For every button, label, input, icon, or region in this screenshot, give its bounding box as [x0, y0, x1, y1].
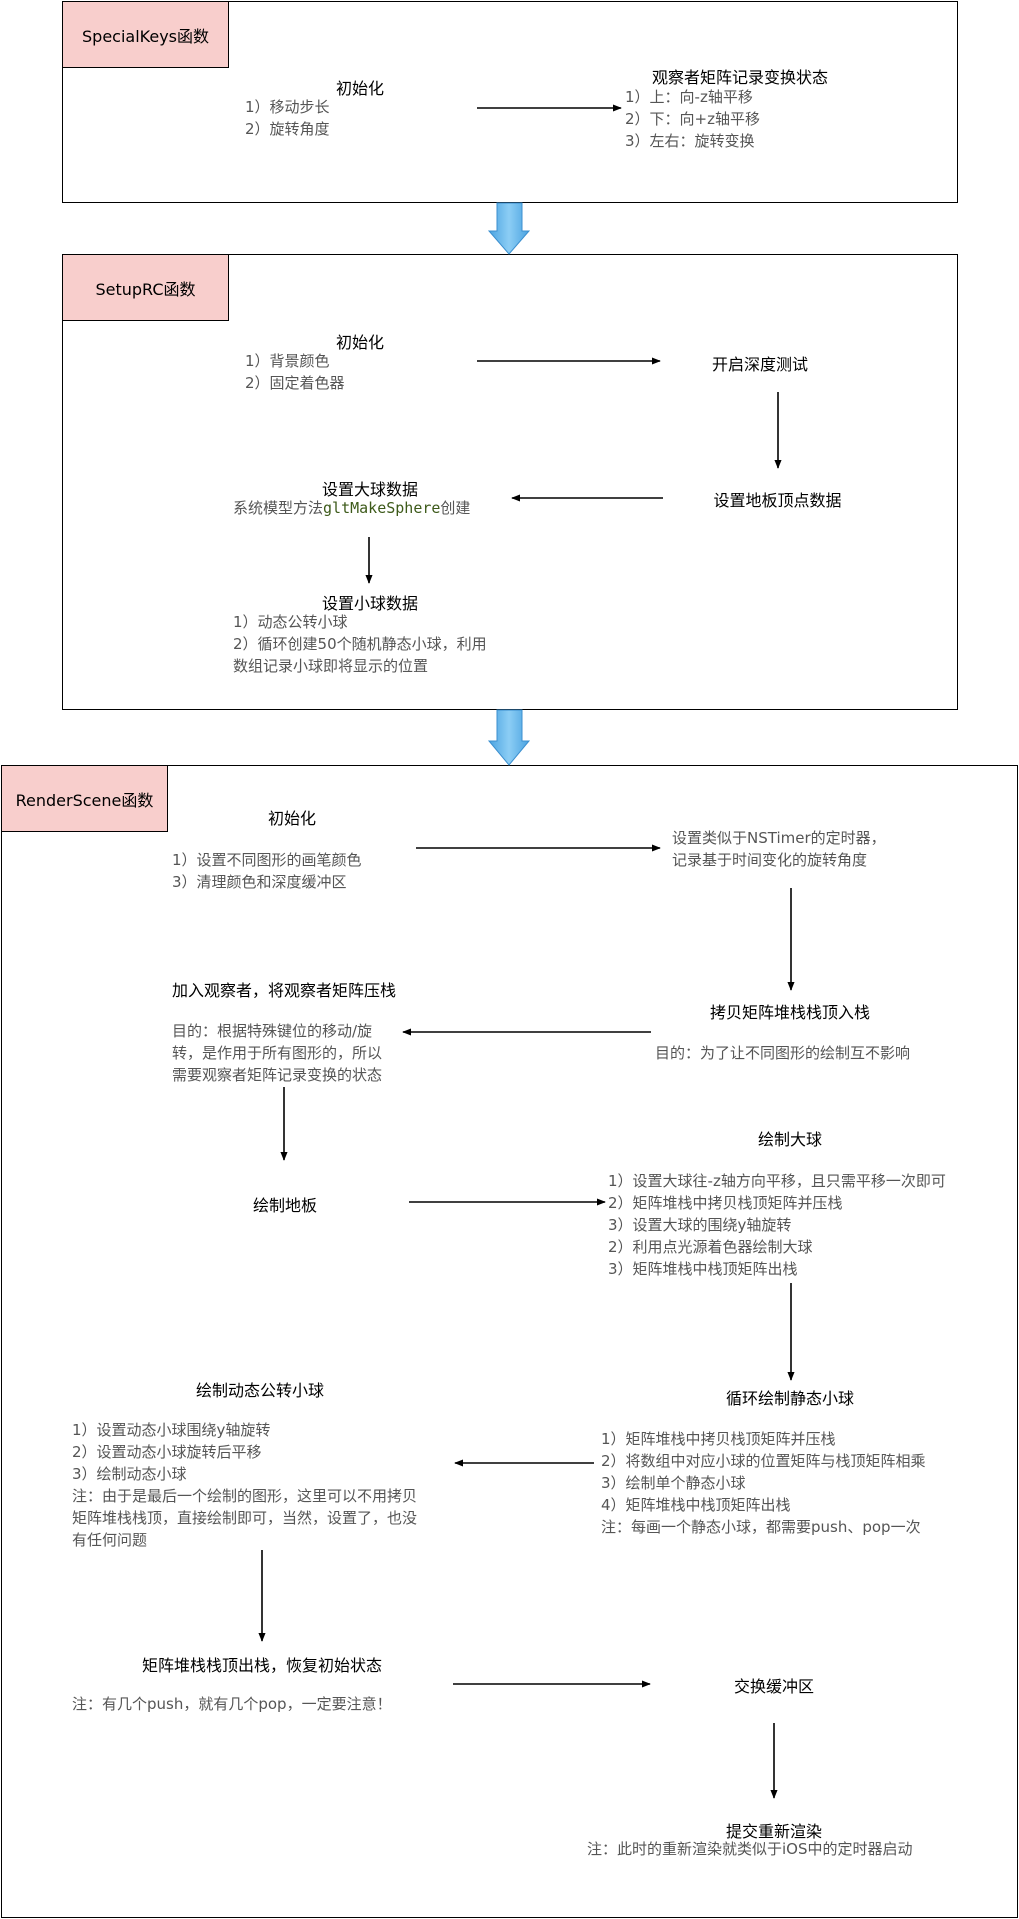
list-item: 3）绘制动态小球 — [72, 1465, 187, 1483]
list-item: 2）下：向+z轴平移 — [625, 110, 760, 128]
rs-floor-title: 绘制地板 — [252, 1196, 317, 1215]
rc-big-desc: 系统模型方法gltMakeSphere创建 — [233, 497, 470, 519]
rc-init-title: 初始化 — [335, 333, 384, 352]
list-item: 2）将数组中对应小球的位置矩阵与栈顶矩阵相乘 — [601, 1452, 926, 1470]
list-item: 矩阵堆栈栈顶，直接绘制即可，当然，设置了，也没 — [72, 1509, 418, 1527]
rs-big-list: 1）设置大球往-z轴方向平移，且只需平移一次即可 2）矩阵堆栈中拷贝栈顶矩阵并压… — [608, 1170, 946, 1280]
list-item: 1）设置不同图形的画笔颜色 — [172, 851, 362, 869]
rs-static-title: 循环绘制静态小球 — [725, 1389, 854, 1408]
rs-timer-list: 设置类似于NSTimer的定时器， 记录基于时间变化的旋转角度 — [672, 827, 886, 871]
list-item: 2）利用点光源着色器绘制大球 — [608, 1238, 813, 1256]
list-item: 1）移动步长 — [245, 98, 330, 116]
list-item: 2）固定着色器 — [245, 374, 345, 392]
list-item: 2）旋转角度 — [245, 120, 330, 138]
setuprc-tag: SetupRC函数 — [62, 254, 229, 321]
list-item: 3）清理颜色和深度缓冲区 — [172, 873, 347, 891]
list-item: 1）矩阵堆栈中拷贝栈顶矩阵并压栈 — [601, 1430, 836, 1448]
list-item: 注：由于是最后一个绘制的图形，这里可以不用拷贝 — [72, 1487, 418, 1505]
list-item: 3）矩阵堆栈中栈顶矩阵出栈 — [608, 1260, 798, 1278]
list-item: 3）左右：旋转变换 — [625, 132, 755, 150]
rs-static-list: 1）矩阵堆栈中拷贝栈顶矩阵并压栈 2）将数组中对应小球的位置矩阵与栈顶矩阵相乘 … — [601, 1428, 926, 1538]
rc-floor-title: 设置地板顶点数据 — [713, 491, 842, 510]
list-item: 4）矩阵堆栈中栈顶矩阵出栈 — [601, 1496, 791, 1514]
setuprc-frame — [62, 254, 958, 710]
list-item: 记录基于时间变化的旋转角度 — [672, 851, 868, 869]
list-item: 1）设置大球往-z轴方向平移，且只需平移一次即可 — [608, 1172, 946, 1190]
list-item: 2）循环创建50个随机静态小球，利用 — [233, 635, 487, 653]
rc-depth-title: 开启深度测试 — [711, 355, 808, 374]
rs-init-title: 初始化 — [267, 809, 316, 828]
rs-swap-title: 交换缓冲区 — [733, 1677, 814, 1696]
rs-submit-note: 注：此时的重新渲染就类似于iOS中的定时器启动 — [587, 1840, 913, 1858]
rs-dynamic-list: 1）设置动态小球围绕y轴旋转 2）设置动态小球旋转后平移 3）绘制动态小球 注：… — [72, 1419, 417, 1551]
renderscene-tag: RenderScene函数 — [1, 765, 168, 832]
list-item: 注：每画一个静态小球，都需要push、pop一次 — [601, 1518, 921, 1536]
list-item: 设置类似于NSTimer的定时器， — [672, 829, 886, 847]
list-item: 2）矩阵堆栈中拷贝栈顶矩阵并压栈 — [608, 1194, 843, 1212]
list-item: 3）设置大球的围绕y轴旋转 — [608, 1216, 792, 1234]
rs-restore-title: 矩阵堆栈栈顶出栈，恢复初始状态 — [142, 1656, 383, 1675]
sk-observer-title: 观察者矩阵记录变换状态 — [651, 68, 828, 87]
rs-observer-title: 加入观察者，将观察者矩阵压栈 — [172, 981, 397, 1000]
rs-init-list: 1）设置不同图形的画笔颜色 3）清理颜色和深度缓冲区 — [172, 849, 362, 893]
list-item: 转，是作用于所有图形的，所以 — [172, 1044, 383, 1062]
rc-init-list: 1）背景颜色 2）固定着色器 — [245, 350, 345, 394]
sk-init-list: 1）移动步长 2）旋转角度 — [245, 96, 330, 140]
section-connector-arrow — [487, 709, 531, 766]
renderscene-frame — [1, 765, 1018, 1918]
rs-big-title: 绘制大球 — [757, 1130, 822, 1149]
rc-small-list: 1）动态公转小球 2）循环创建50个随机静态小球，利用 数组记录小球即将显示的位… — [233, 611, 487, 677]
big-desc-prefix: 系统模型方法 — [233, 499, 324, 517]
sk-observer-list: 1）上：向-z轴平移 2）下：向+z轴平移 3）左右：旋转变换 — [625, 86, 760, 152]
rs-dynamic-title: 绘制动态公转小球 — [195, 1381, 324, 1400]
list-item: 3）绘制单个静态小球 — [601, 1474, 746, 1492]
list-item: 1）设置动态小球围绕y轴旋转 — [72, 1421, 271, 1439]
rs-observer-list: 目的：根据特殊键位的移动/旋 转，是作用于所有图形的，所以 需要观察者矩阵记录变… — [172, 1020, 382, 1086]
rs-copy-desc: 目的：为了让不同图形的绘制互不影响 — [655, 1044, 911, 1062]
list-item: 目的：根据特殊键位的移动/旋 — [172, 1022, 373, 1040]
list-item: 1）动态公转小球 — [233, 613, 348, 631]
rs-restore-note: 注：有几个push，就有几个pop，一定要注意！ — [72, 1695, 392, 1713]
section-connector-arrow — [487, 202, 531, 255]
rs-copy-title: 拷贝矩阵堆栈栈顶入栈 — [709, 1003, 870, 1022]
list-item: 需要观察者矩阵记录变换的状态 — [172, 1066, 383, 1084]
rs-submit-title: 提交重新渲染 — [725, 1822, 822, 1841]
list-item: 数组记录小球即将显示的位置 — [233, 657, 429, 675]
rc-small-title: 设置小球数据 — [321, 594, 418, 613]
sk-init-title: 初始化 — [335, 79, 384, 98]
rc-big-title: 设置大球数据 — [321, 480, 418, 499]
specialkeys-tag: SpecialKeys函数 — [62, 1, 229, 68]
list-item: 有任何问题 — [72, 1531, 148, 1549]
big-desc-suffix: 创建 — [440, 499, 471, 517]
list-item: 1）背景颜色 — [245, 352, 330, 370]
big-desc-code: gltMakeSphere — [323, 499, 441, 517]
list-item: 1）上：向-z轴平移 — [625, 88, 753, 106]
list-item: 2）设置动态小球旋转后平移 — [72, 1443, 262, 1461]
